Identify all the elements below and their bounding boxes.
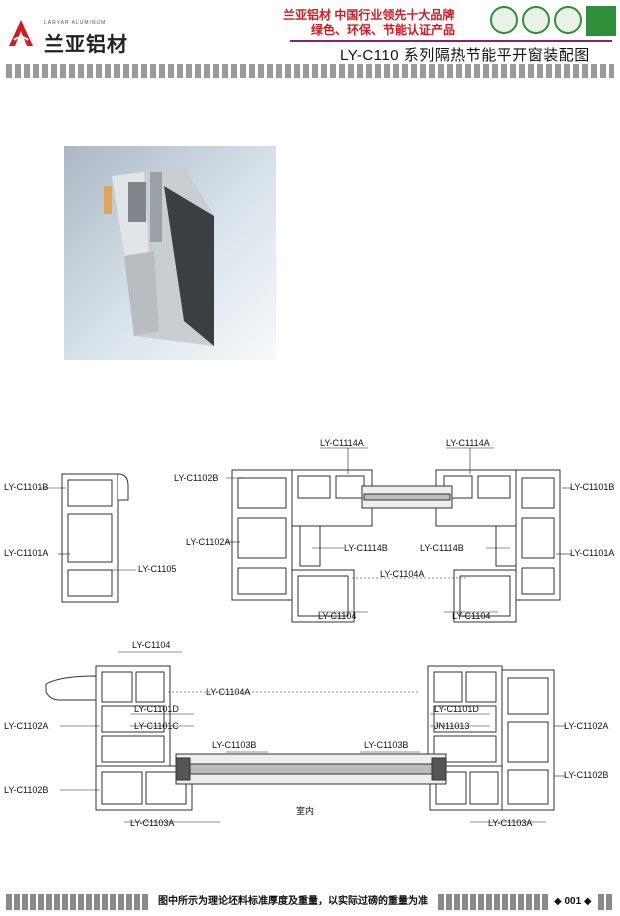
- drip-cap-left: [45, 675, 97, 701]
- label-ly-c1104: LY-C1104: [452, 611, 490, 621]
- profile-product-photo: [64, 146, 276, 360]
- label-ly-c1102b: LY-C1102B: [174, 473, 218, 483]
- label-ly-c1103a: LY-C1103A: [130, 818, 174, 828]
- label-ly-c1103b: LY-C1103B: [364, 740, 408, 750]
- label-ly-c1101b: LY-C1101B: [4, 482, 48, 492]
- slogan-brand: 兰亚铝材 中国行业领先十大品牌: [283, 8, 455, 22]
- label-ly-c1102a: LY-C1102A: [4, 721, 48, 731]
- label-jn11013: JN11013: [434, 721, 469, 731]
- label-ly-c1103b: LY-C1103B: [212, 740, 256, 750]
- label-ly-c1102b: LY-C1102B: [564, 770, 608, 780]
- header-divider: [290, 40, 612, 42]
- slogan-certification: 绿色、环保、节能认证产品: [311, 23, 456, 37]
- page-title: LY-C110 系列隔热节能平开窗装配图: [340, 47, 590, 64]
- label-ly-c1102a: LY-C1102A: [186, 537, 230, 547]
- green-product-seal-icon: [554, 6, 582, 34]
- profile-sections: [45, 469, 561, 811]
- label-ly-c1104a: LY-C1104A: [206, 687, 250, 697]
- label-ly-c1114a: LY-C1114A: [320, 438, 364, 448]
- label-ly-c1114b: LY-C1114B: [420, 543, 464, 553]
- page-number: ◆ 001 ◆: [548, 894, 598, 910]
- label-ly-c1101a: LY-C1101A: [4, 548, 48, 558]
- label-ly-c1105: LY-C1105: [138, 564, 176, 574]
- label-ly-c1101a: LY-C1101A: [570, 548, 614, 558]
- leader-lines: [40, 447, 572, 823]
- label-ly-c1102a: LY-C1102A: [564, 721, 608, 731]
- footer-note: 图中所示为理论坯料标准厚度及重量，以实际过磅的重量为准: [150, 894, 436, 910]
- label-interior: 室内: [296, 805, 314, 817]
- decorative-stripe: [6, 64, 614, 78]
- label-ly-c1101d: LY-C1101D: [434, 704, 479, 714]
- label-ly-c1114b: LY-C1114B: [344, 543, 388, 553]
- environment-seal-icon: [522, 6, 550, 34]
- energy-saving-mark-icon: [586, 6, 616, 36]
- label-ly-c1114a: LY-C1114A: [446, 438, 490, 448]
- assembly-drawing: LY-C1101B LY-C1101A LY-C1105 LY-C1114A L…: [4, 438, 614, 828]
- label-ly-c1101b: LY-C1101B: [570, 482, 614, 492]
- label-ly-c1104: LY-C1104: [132, 640, 170, 650]
- label-ly-c1102b: LY-C1102B: [4, 785, 48, 795]
- brand-logo-icon: [9, 20, 33, 46]
- brand-name-en: LARYAR ALUMINUM: [44, 20, 107, 26]
- label-ly-c1104a: LY-C1104A: [380, 569, 424, 579]
- label-ly-c1101d: LY-C1101D: [134, 704, 179, 714]
- label-ly-c1103a: LY-C1103A: [488, 818, 532, 828]
- brand-name-cn: 兰亚铝材: [44, 34, 128, 56]
- label-ly-c1101c: LY-C1101C: [134, 721, 179, 731]
- certification-seal-icon: [490, 6, 518, 34]
- label-ly-c1104: LY-C1104: [318, 611, 356, 621]
